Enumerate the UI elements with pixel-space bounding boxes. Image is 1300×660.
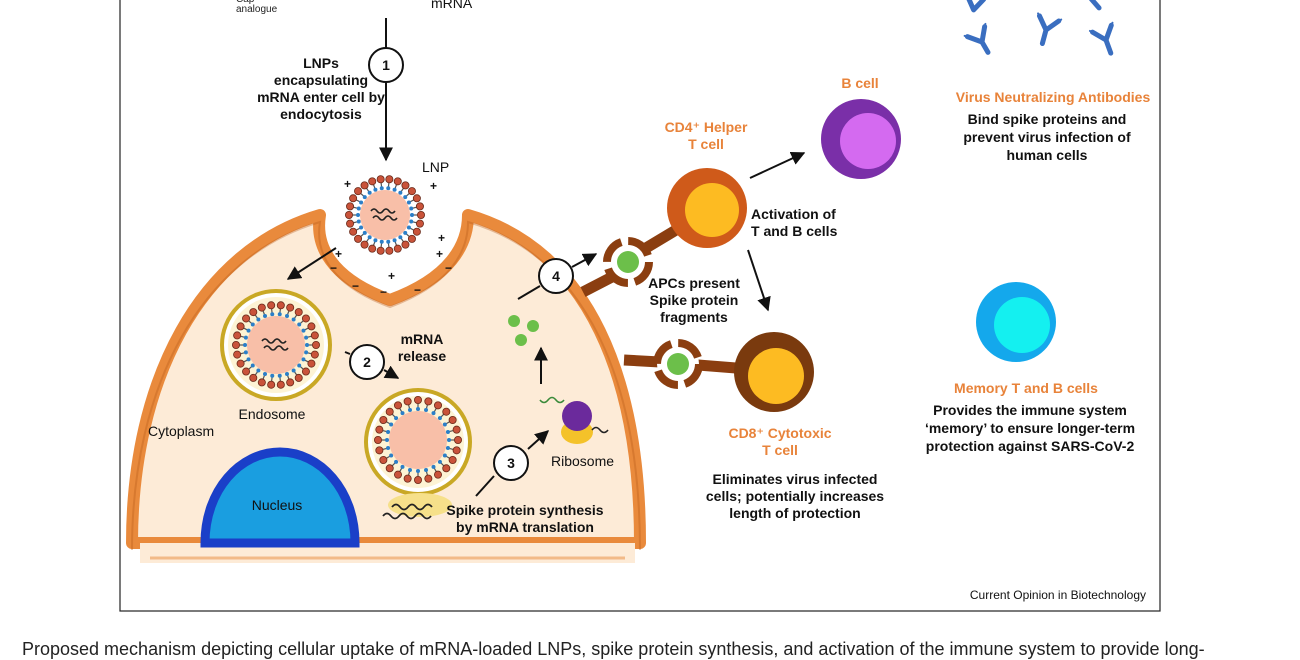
figure-caption: Proposed mechanism depicting cellular up… [22,639,1205,659]
mrna-top-label: mRNA [431,0,473,11]
cd8-cytotoxic-t-cell [734,332,814,412]
endosome: Endosome [220,289,332,422]
svg-text:+: + [388,269,395,283]
source-credit: Current Opinion in Biotechnology [970,588,1146,602]
vna-title: Virus Neutralizing Antibodies [956,89,1151,105]
svg-text:+: + [344,177,351,191]
b-cell-label: B cell [841,75,878,91]
nucleus-label: Nucleus [252,497,303,513]
antibodies [963,0,1114,56]
svg-text:−: − [445,261,452,275]
svg-text:+: + [436,247,443,261]
memory-t-and-b-cells [976,282,1056,362]
step-1-marker: 1 [368,47,404,83]
svg-text:−: − [380,285,387,299]
memory-title: Memory T and B cells [954,380,1098,396]
svg-text:+: + [438,231,445,245]
svg-text:−: − [414,283,421,297]
svg-text:3: 3 [507,455,515,471]
svg-text:2: 2 [363,354,371,370]
svg-text:−: − [352,279,359,293]
svg-text:4: 4 [552,268,560,284]
lnp-label: LNP [422,159,449,175]
svg-text:+: + [430,179,437,193]
endosome-label: Endosome [239,406,306,422]
apc-lower [623,339,737,389]
svg-text:−: − [330,261,337,275]
cap-analogue-label: Capanalogue [236,0,278,15]
step-3-marker: 3 [493,445,529,481]
spike-fragments [508,315,539,346]
step-4-marker: 4 [538,258,574,294]
cd4-helper-t-cell [667,168,747,248]
nucleus [200,447,360,548]
apc-upper [580,225,679,297]
cytoplasm-label: Cytoplasm [148,423,214,439]
endosome-release [364,388,472,520]
ribosome: Ribosome [539,396,614,469]
svg-text:+: + [335,247,342,261]
step-2-marker: 2 [349,344,385,380]
ribosome-label: Ribosome [551,453,614,469]
lnp-particle: ++ ++ + −− −− −+ LNP [330,159,452,299]
svg-text:1: 1 [382,57,390,73]
b-cell [821,99,901,179]
memory-description: Provides the immune system‘memory’ to en… [925,402,1135,454]
flow-arrows [286,18,806,497]
